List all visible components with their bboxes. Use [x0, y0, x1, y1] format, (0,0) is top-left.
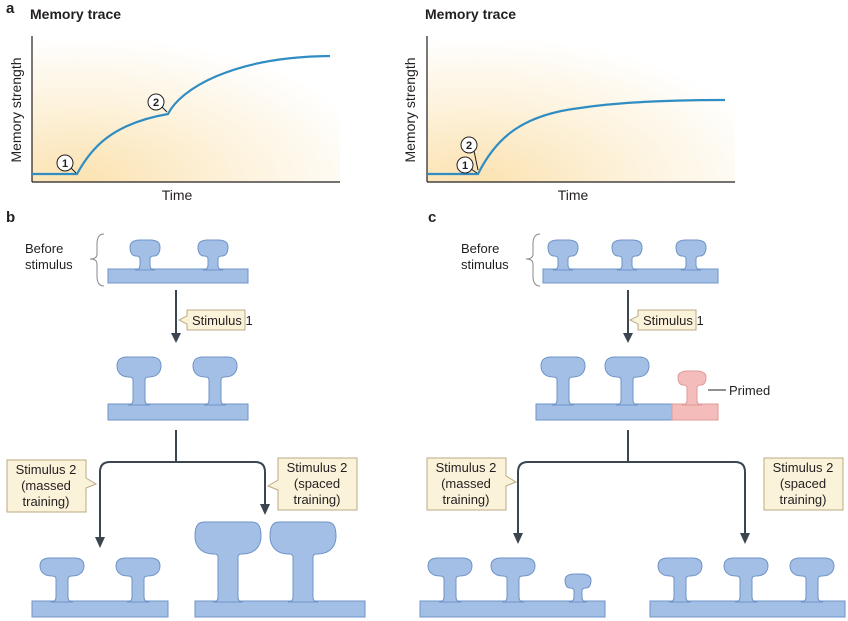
svg-text:1: 1: [462, 160, 468, 172]
branch-lines: [517, 461, 746, 540]
dendrite-shaft: [107, 268, 249, 284]
memory-trace-chart-left: Memory trace Memory strength Time 1 2: [8, 6, 340, 203]
svg-text:(massed: (massed: [21, 478, 71, 493]
primed-spine: [677, 370, 707, 406]
marker-2: 2: [460, 136, 479, 171]
memory-curve: [427, 98, 726, 176]
dendrite-massed: [419, 557, 606, 618]
dendritic-spine: [675, 239, 707, 271]
dendrite-shaft: [194, 600, 366, 618]
svg-text:Stimulus 2: Stimulus 2: [436, 460, 497, 475]
dendritic-spine: [269, 521, 337, 603]
svg-text:training): training): [443, 492, 490, 507]
marker-2: 2: [147, 93, 168, 113]
dendritic-spine: [789, 557, 835, 603]
callout-spaced: Stimulus 2 (spaced training): [266, 457, 358, 511]
dendritic-spine: [540, 356, 586, 406]
arrowhead-massed: [95, 537, 105, 548]
before-label-line1: Before: [25, 241, 63, 256]
callout-stimulus1: Stimulus 1: [628, 309, 704, 331]
svg-text:Stimulus 1: Stimulus 1: [643, 313, 704, 328]
marker-1: 1: [456, 156, 478, 174]
dendritic-spine: [194, 521, 262, 603]
dendritic-spine: [115, 557, 161, 603]
svg-text:training): training): [23, 494, 70, 509]
dendritic-spine: [547, 239, 579, 271]
callout-massed: Stimulus 2 (massed training): [426, 457, 518, 511]
before-label-line2: stimulus: [461, 257, 509, 272]
arrowhead-massed: [513, 533, 523, 544]
dendritic-spine: [564, 573, 592, 603]
chart-background: [32, 36, 340, 182]
dendritic-spine: [604, 356, 650, 406]
callout-stimulus1: Stimulus 1: [177, 309, 253, 331]
before-label-line2: stimulus: [25, 257, 73, 272]
svg-text:Stimulus 2: Stimulus 2: [287, 460, 348, 475]
svg-text:(spaced: (spaced: [294, 476, 340, 491]
primed-label: Primed: [729, 383, 770, 398]
svg-text:Stimulus 1: Stimulus 1: [192, 313, 253, 328]
dendrite-shaft: [31, 600, 169, 618]
dendritic-spine: [116, 356, 162, 406]
marker-1: 1: [56, 154, 77, 174]
dendrite-after-stimulus1: [535, 356, 719, 421]
dendrite-shaft: [419, 600, 606, 618]
branch-lines: [99, 461, 266, 545]
dendrite-shaft: [107, 403, 249, 421]
svg-text:2: 2: [153, 97, 159, 109]
arrowhead-spaced: [260, 504, 270, 515]
dendritic-spine: [427, 557, 473, 603]
dendritic-spine: [129, 239, 161, 271]
dendritic-spine: [657, 557, 703, 603]
bracket: [89, 233, 105, 287]
panel-letter-c: c: [428, 209, 436, 226]
dendrite-spaced: [649, 557, 846, 618]
panel-letter-b: b: [6, 209, 15, 226]
dendrite-massed: [31, 557, 169, 618]
dendrite-shaft: [542, 268, 719, 284]
dendrite-group-c: [419, 239, 846, 618]
callout-massed: Stimulus 2 (massed training): [6, 459, 98, 513]
memory-curve: [32, 54, 331, 176]
dendritic-spine: [192, 356, 238, 406]
dendritic-spine: [723, 557, 769, 603]
dendrite-after-stimulus1: [107, 356, 249, 421]
svg-text:(spaced: (spaced: [780, 476, 826, 491]
svg-text:2: 2: [466, 140, 472, 152]
dendritic-spine: [197, 239, 229, 271]
memory-trace-chart-right: Memory trace Memory strength Time 1 2: [402, 6, 735, 203]
svg-text:1: 1: [62, 158, 68, 170]
callout-spaced: Stimulus 2 (spaced training): [763, 457, 844, 511]
dendritic-spine: [611, 239, 643, 271]
panel-letter-a: a: [6, 0, 15, 17]
svg-text:training): training): [780, 492, 827, 507]
y-axis-label: Memory strength: [8, 57, 24, 162]
bracket: [525, 233, 541, 287]
x-axis-label: Time: [558, 187, 589, 203]
dendrite-spaced: [194, 521, 366, 618]
svg-text:training): training): [294, 492, 341, 507]
dendrite-group-b: [31, 239, 366, 618]
dendritic-spine: [490, 557, 536, 603]
dendritic-spine: [39, 557, 85, 603]
chart-title: Memory trace: [425, 6, 516, 22]
chart-background: [427, 36, 735, 182]
primed-segment: [671, 403, 719, 421]
svg-text:(massed: (massed: [441, 476, 491, 491]
dendrite-before: [107, 239, 249, 284]
dendrite-before: [542, 239, 719, 284]
dendrite-shaft: [649, 600, 846, 618]
svg-text:Stimulus 2: Stimulus 2: [773, 460, 834, 475]
y-axis-label: Memory strength: [402, 57, 418, 162]
arrowhead-spaced: [740, 533, 750, 544]
svg-text:Stimulus 2: Stimulus 2: [16, 462, 77, 477]
chart-title: Memory trace: [30, 6, 121, 22]
x-axis-label: Time: [162, 187, 193, 203]
before-label-line1: Before: [461, 241, 499, 256]
